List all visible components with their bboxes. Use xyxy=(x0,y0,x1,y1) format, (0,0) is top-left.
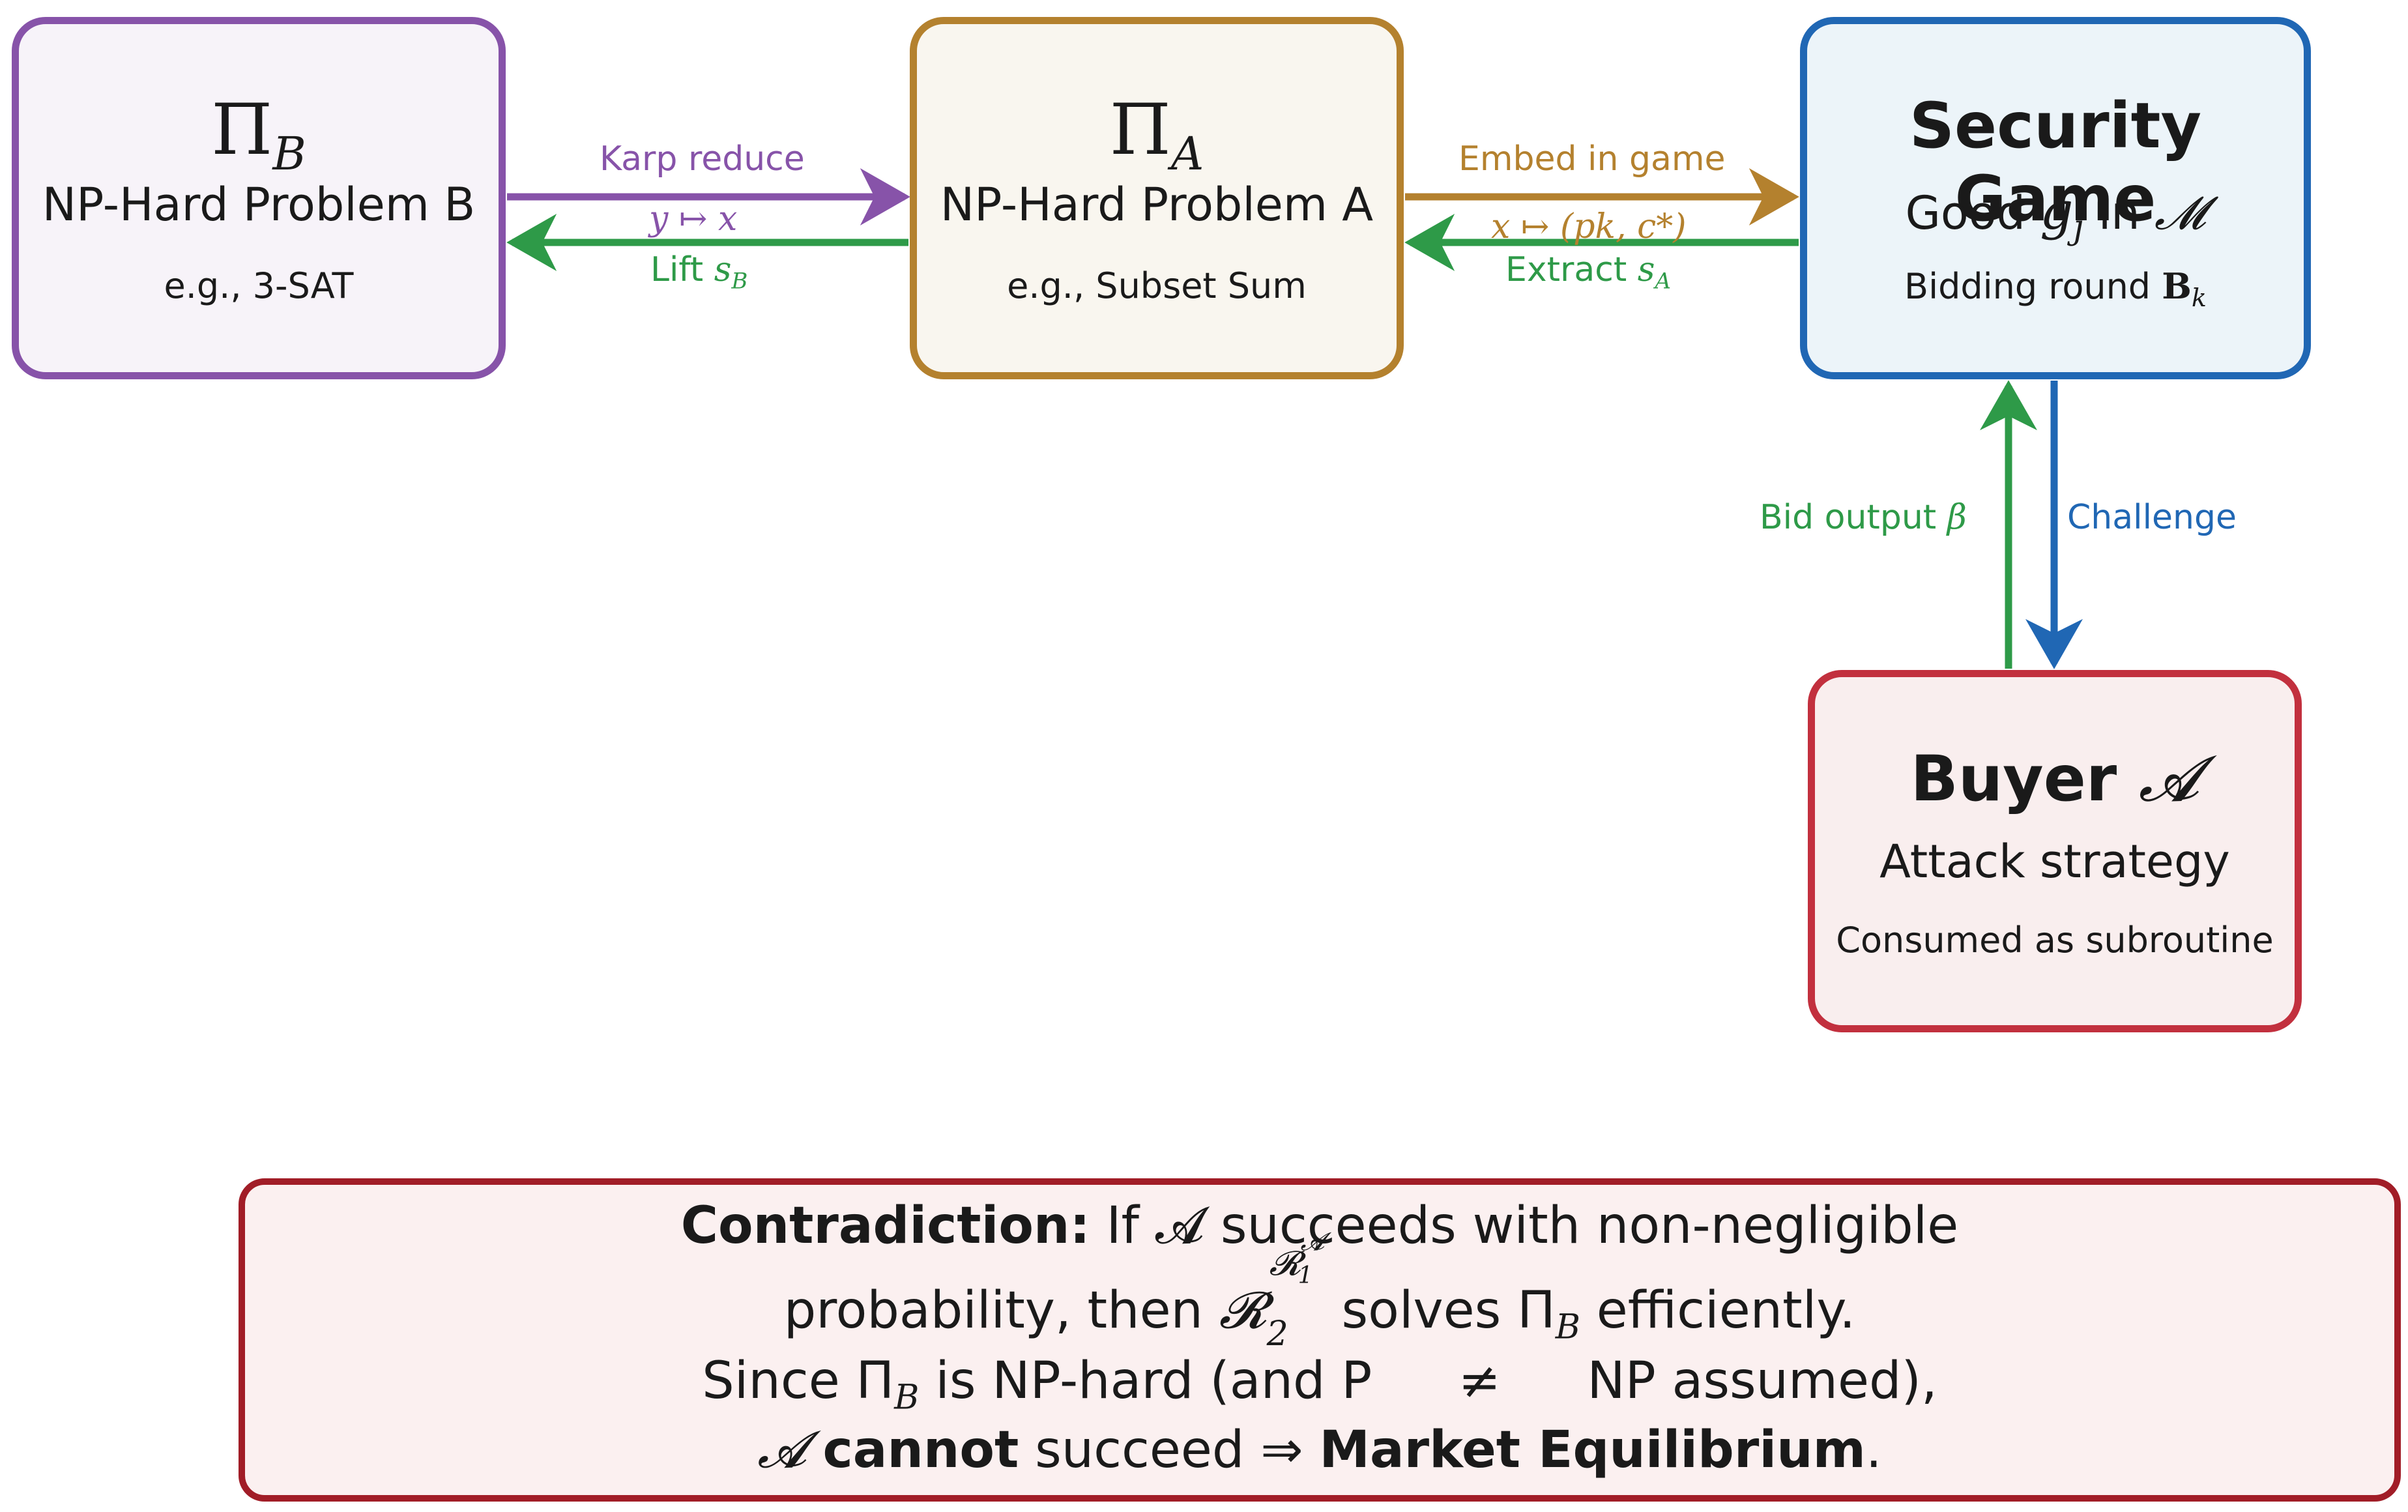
problem-b-node: ΠB NP-Hard Problem B e.g., 3-SAT xyxy=(12,17,506,379)
security-game-title: Security Game xyxy=(1909,89,2202,235)
security-game-good: Good gj in 𝓜 xyxy=(1905,181,2206,247)
embed-map: x ↦ (pk, c*) xyxy=(1491,207,1687,246)
contradiction-line-3: Since ΠB is NP-hard (and P≠NP assumed), xyxy=(702,1352,1937,1418)
challenge-label: Challenge xyxy=(2067,498,2237,537)
problem-b-symbol: ΠB xyxy=(211,89,306,181)
security-game-node: Security Game Good gj in 𝓜 Bidding round… xyxy=(1800,17,2311,379)
contradiction-line-1: Contradiction: If 𝓐 succeeds with non-ne… xyxy=(680,1197,1959,1255)
problem-b-title: NP-Hard Problem B xyxy=(42,178,476,231)
problem-a-title: NP-Hard Problem A xyxy=(940,178,1374,231)
buyer-subtitle: Attack strategy xyxy=(1879,835,2230,888)
security-game-round: Bidding round Bk xyxy=(1904,265,2207,312)
problem-b-example: e.g., 3-SAT xyxy=(164,265,354,306)
buyer-title: Buyer 𝓐 xyxy=(1910,742,2199,815)
problem-a-node: ΠA NP-Hard Problem A e.g., Subset Sum xyxy=(910,17,1404,379)
buyer-note: Consumed as subroutine xyxy=(1836,920,2274,961)
lift-label: Lift sB xyxy=(650,250,748,295)
buyer-node: Buyer 𝓐 Attack strategy Consumed as subr… xyxy=(1808,670,2302,1032)
problem-a-example: e.g., Subset Sum xyxy=(1007,265,1307,306)
contradiction-line-4: 𝓐 cannot succeed ⇒ Market Equilibrium. xyxy=(757,1421,1882,1479)
bid-output-label: Bid output β xyxy=(1760,498,1967,537)
embed-label: Embed in game xyxy=(1458,139,1726,179)
contradiction-box: Contradiction: If 𝓐 succeeds with non-ne… xyxy=(239,1178,2401,1502)
extract-label: Extract sA xyxy=(1505,250,1672,295)
karp-reduce-label: Karp reduce xyxy=(600,139,805,179)
problem-a-symbol: ΠA xyxy=(1109,89,1204,181)
karp-reduce-map: y ↦ x xyxy=(649,199,738,239)
not-equal-symbol: ≠ xyxy=(1458,1352,1501,1410)
